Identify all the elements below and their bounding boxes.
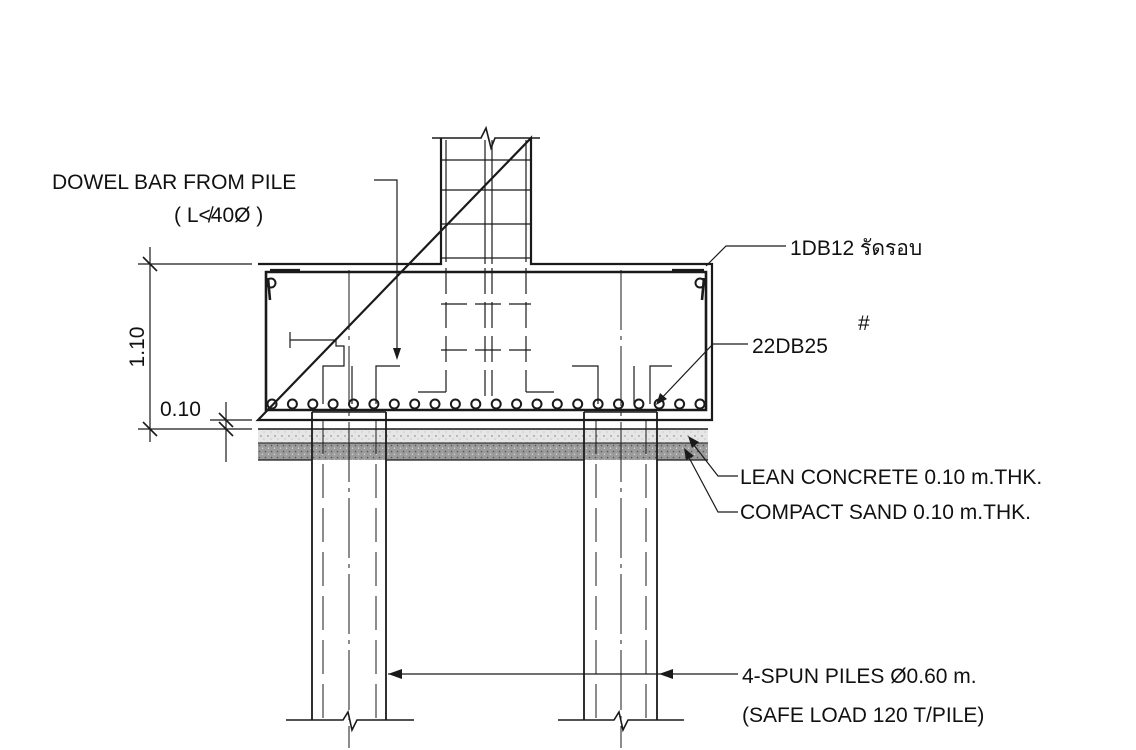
pile-centerlines	[348, 270, 622, 748]
bottom-bar	[613, 398, 624, 410]
bottom-bar	[348, 398, 359, 410]
bottom-bar	[429, 398, 441, 410]
bottom-bar	[409, 398, 421, 410]
compact-sand-label: COMPACT SAND 0.10 m.THK.	[740, 501, 1031, 524]
dimension-cover: 0.10	[160, 398, 201, 421]
safe-load-label: (SAFE LOAD 120 T/PILE)	[742, 704, 984, 727]
bottom-bar	[368, 398, 380, 410]
bottom-bar	[266, 398, 278, 410]
bottom-main-bars	[266, 398, 706, 410]
bottom-bar	[307, 398, 319, 410]
bottom-bar	[511, 398, 523, 410]
main-bar-mark: #	[858, 312, 870, 335]
pile-cap-outline	[255, 125, 714, 430]
dowel-bar-label: DOWEL BAR FROM PILE	[52, 171, 296, 194]
dimension-lines	[138, 247, 252, 462]
bottom-bar	[490, 398, 502, 410]
lean-concrete-layer	[258, 429, 708, 443]
dowel-bar-length-label: ( L≮40Ø )	[174, 204, 263, 227]
bottom-bar	[449, 398, 461, 410]
spun-piles-label: 4-SPUN PILES Ø0.60 m.	[742, 665, 977, 688]
bottom-bar	[470, 398, 482, 410]
bottom-bar	[694, 398, 706, 410]
column-bars-in-cap	[418, 268, 554, 400]
stirrup-label: 1DB12 รัดรอบ	[790, 237, 922, 260]
bottom-bar	[633, 398, 645, 410]
bottom-bar	[572, 398, 584, 410]
dimension-depth: 1.10	[126, 327, 149, 368]
top-corner-bars	[265, 277, 706, 289]
leader-lines	[374, 179, 786, 679]
right-pile	[558, 411, 684, 733]
bottom-bar	[674, 398, 686, 410]
bottom-bar	[286, 398, 298, 410]
main-bar-label: 22DB25	[752, 335, 828, 358]
bottom-bar	[551, 398, 563, 410]
left-pile	[286, 411, 414, 733]
dowel-bars	[289, 332, 672, 404]
compact-sand-layer	[258, 442, 708, 461]
bottom-bar	[327, 398, 339, 410]
bottom-bar	[531, 398, 543, 410]
lean-concrete-label: LEAN CONCRETE 0.10 m.THK.	[740, 466, 1042, 489]
bottom-bar	[388, 398, 400, 410]
